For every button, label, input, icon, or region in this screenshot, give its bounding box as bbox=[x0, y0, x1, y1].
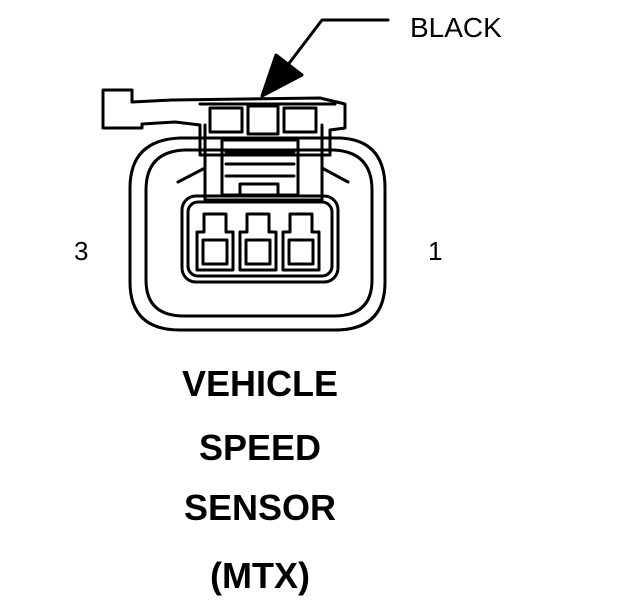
title-line-2: SPEED bbox=[198, 427, 322, 468]
title-line-4: (MTX) bbox=[210, 555, 310, 596]
latch-block-left bbox=[208, 106, 244, 134]
terminal-block-inner bbox=[186, 200, 334, 278]
cavity-pin-3-contact bbox=[201, 238, 229, 266]
wire-color-label: BLACK bbox=[410, 12, 502, 43]
latch-flex-left bbox=[176, 166, 207, 184]
pin-number-right: 1 bbox=[428, 236, 443, 266]
terminal-block bbox=[180, 194, 340, 284]
connector-housing-inner bbox=[144, 148, 374, 318]
cavity-pin-1 bbox=[281, 212, 321, 272]
leader-arrowhead bbox=[260, 53, 304, 98]
cavity-pin-2 bbox=[238, 212, 278, 272]
cavity-pin-2-contact bbox=[244, 238, 272, 266]
latch-ribs-frame bbox=[220, 138, 300, 197]
locking-latch bbox=[101, 88, 347, 157]
title-line-1: VEHICLE bbox=[181, 363, 339, 404]
connector-housing bbox=[128, 136, 387, 332]
cavity-pin-1-contact bbox=[287, 238, 315, 266]
pin-number-left: 3 bbox=[74, 236, 89, 266]
title-line-3: SENSOR bbox=[183, 487, 337, 528]
cavity-pin-3 bbox=[195, 212, 235, 272]
latch-block-right bbox=[282, 106, 318, 134]
latch-block-center bbox=[246, 104, 280, 136]
leader-line bbox=[282, 18, 390, 72]
latch-body bbox=[203, 123, 324, 202]
latch-flex-right bbox=[320, 166, 350, 184]
